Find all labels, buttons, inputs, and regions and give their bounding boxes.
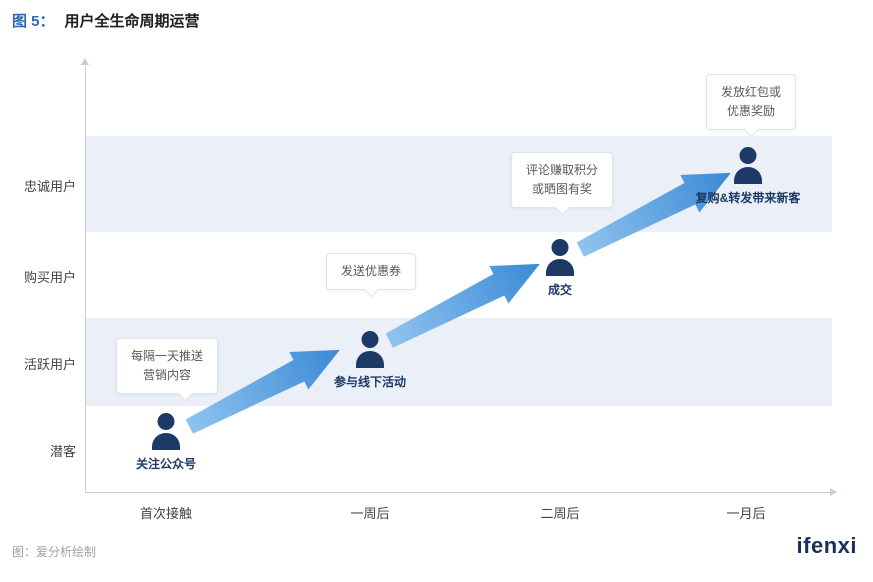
bubble-text: 营销内容 xyxy=(142,368,192,382)
source-note: 图：爱分析绘制 xyxy=(12,545,97,559)
person-icon xyxy=(734,147,762,184)
stage-loyal-user: 复购&转发带来新客 xyxy=(688,146,808,206)
stage-potential-user: 关注公众号 xyxy=(106,412,226,472)
stage-label: 参与线下活动 xyxy=(333,375,406,389)
x-label-first-contact: 首次接触 xyxy=(139,506,192,521)
stage-label: 关注公众号 xyxy=(135,457,196,471)
y-label-purchasing: 购买用户 xyxy=(23,270,76,285)
x-label-one-month: 一月后 xyxy=(726,506,766,521)
growth-arrow-icon xyxy=(379,243,551,361)
y-label-potential: 潜客 xyxy=(49,444,76,459)
bubble-text: 或晒图有奖 xyxy=(531,182,593,196)
y-axis-arrow-icon xyxy=(81,58,89,65)
person-icon xyxy=(546,239,574,276)
bubble-text: 评论赚取积分 xyxy=(525,163,599,177)
person-icon xyxy=(152,413,180,450)
speech-bubble-coupon: 发送优惠券 xyxy=(325,253,417,290)
x-axis xyxy=(85,492,831,493)
bubble-text: 优惠奖励 xyxy=(726,104,776,118)
growth-arrow-icon xyxy=(179,329,351,447)
bubble-text: 发放红包或 xyxy=(720,85,782,99)
figure-title: 用户全生命周期运营 xyxy=(64,13,200,30)
person-icon xyxy=(356,331,384,368)
growth-arrow-icon xyxy=(570,152,742,270)
stage-active-user: 参与线下活动 xyxy=(310,330,430,390)
figure-number: 图 5： xyxy=(12,13,55,30)
page-title: 图 5： 用户全生命周期运营 xyxy=(12,10,200,31)
speech-bubble-push-content: 每隔一天推送 营销内容 xyxy=(115,338,219,394)
stage-label: 复购&转发带来新客 xyxy=(695,191,801,205)
bubble-text: 发送优惠券 xyxy=(340,264,402,278)
x-label-one-week: 一周后 xyxy=(350,506,390,521)
stage-label: 成交 xyxy=(547,283,572,297)
speech-bubble-points-reward: 评论赚取积分 或晒图有奖 xyxy=(510,152,614,208)
y-label-active: 活跃用户 xyxy=(23,357,76,372)
y-label-loyal: 忠诚用户 xyxy=(23,179,76,194)
y-axis xyxy=(85,66,86,492)
ifenxi-logo: ifenxi xyxy=(796,533,857,558)
x-axis-arrow-icon xyxy=(830,488,837,496)
stage-purchasing-user: 成交 xyxy=(500,238,620,298)
bubble-text: 每隔一天推送 xyxy=(130,349,204,363)
x-label-two-weeks: 二周后 xyxy=(540,506,580,521)
speech-bubble-red-packet: 发放红包或 优惠奖励 xyxy=(705,74,797,130)
